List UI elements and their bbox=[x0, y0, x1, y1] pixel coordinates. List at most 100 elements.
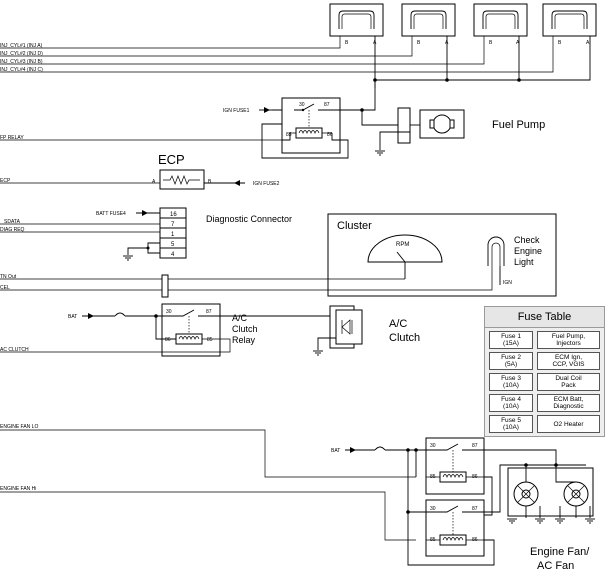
inj4-pin-b: B bbox=[558, 40, 562, 46]
fp-relay-pin87: 87 bbox=[324, 102, 330, 108]
fuse-table: Fuse Table Fuse 1(15A) Fuel Pump,Injecto… bbox=[484, 306, 605, 437]
ign-fuse2-label: IGN FUSE2 bbox=[253, 181, 280, 187]
ecp-pin-b: B bbox=[208, 179, 212, 185]
wire-ac-clutch: AC CLUTCH bbox=[0, 347, 29, 353]
injector-4 bbox=[542, 3, 597, 37]
table-row: Fuse 1(15A) Fuel Pump,Injectors bbox=[489, 331, 600, 349]
wire-inj1: INJ_CYL#1 (INJ A) bbox=[0, 43, 43, 49]
fuse-desc: ECM Ign, bbox=[554, 354, 583, 361]
wire-ecp: ECP bbox=[0, 178, 11, 184]
ac-clutch-relay bbox=[161, 303, 221, 357]
fuse-name: Fuse 5 bbox=[501, 417, 521, 424]
batt-fuse4-label: BATT FUSE4 bbox=[96, 211, 126, 217]
diag-pin-4: 4 bbox=[171, 252, 175, 258]
table-row: Fuse 5(10A) O2 Heater bbox=[489, 415, 600, 433]
fuse-rating: (15A) bbox=[503, 340, 519, 347]
fuse-desc: O2 Heater bbox=[553, 420, 584, 428]
fuse-name: Fuse 4 bbox=[501, 396, 521, 403]
check-engine-line2: Engine bbox=[514, 246, 542, 256]
ac-relay-label-line1: A/C bbox=[232, 313, 248, 323]
diagnostic-connector-label: Diagnostic Connector bbox=[206, 214, 292, 224]
diag-pin-5: 5 bbox=[171, 242, 175, 248]
ac-bat-label: BAT bbox=[68, 314, 77, 320]
injector-2 bbox=[401, 3, 456, 37]
diag-pin-1: 1 bbox=[171, 232, 175, 238]
injector-1 bbox=[329, 3, 384, 37]
fp-relay-pin85: 85 bbox=[286, 132, 292, 138]
fuse-rating: (5A) bbox=[504, 361, 518, 368]
fan-label-line2: AC Fan bbox=[537, 560, 574, 572]
table-row: Fuse 4(10A) ECM Batt,Diagnostic bbox=[489, 394, 600, 412]
wire-fan-hi: ENGINE FAN Hi bbox=[0, 486, 36, 492]
fuse-desc: Injectors bbox=[556, 340, 581, 347]
injector-3 bbox=[473, 3, 528, 37]
check-engine-line1: Check bbox=[514, 235, 540, 245]
fuse-table-grid: Fuse 1(15A) Fuel Pump,Injectors Fuse 2(5… bbox=[485, 328, 604, 436]
inj4-pin-a: A bbox=[586, 40, 590, 46]
wire-fp-relay: FP RELAY bbox=[0, 135, 24, 141]
fan-relay1-pin87: 87 bbox=[472, 443, 478, 449]
wire-inj2: INJ_CYL#2 (INJ D) bbox=[0, 51, 43, 57]
fan-relay1-pin30: 30 bbox=[430, 443, 436, 449]
fan-label-line1: Engine Fan/ bbox=[530, 546, 590, 558]
ac-relay-label-line3: Relay bbox=[232, 335, 256, 345]
fuse-name: Fuse 3 bbox=[501, 375, 521, 382]
wire-fan-lo: ENGINE FAN LO bbox=[0, 424, 38, 430]
fuse-desc: ECM Batt, bbox=[553, 396, 584, 403]
fp-relay-pin30: 30 bbox=[299, 102, 305, 108]
check-engine-line3: Light bbox=[514, 257, 534, 267]
rpm-label: RPM bbox=[396, 242, 409, 248]
fuse-desc: CCP, VGIS bbox=[552, 361, 585, 368]
fuse-name: Fuse 2 bbox=[501, 354, 521, 361]
fuse-desc: Dual Coil bbox=[555, 375, 582, 382]
diagnostic-connector: 16 7 1 5 4 bbox=[159, 207, 187, 259]
diag-pin-16: 16 bbox=[170, 212, 177, 218]
ign-fuse1-label: IGN FUSE1 bbox=[223, 108, 250, 114]
inj3-pin-a: A bbox=[516, 40, 520, 46]
fuse-desc: Diagnostic bbox=[553, 403, 584, 410]
ac-relay-pin85: 85 bbox=[207, 337, 213, 343]
fan-motor-2-icon bbox=[563, 481, 589, 507]
ac-relay-label-line2: Clutch bbox=[232, 324, 258, 334]
fuse-rating: (10A) bbox=[503, 424, 519, 431]
cluster-title: Cluster bbox=[337, 220, 372, 232]
fuse-table-title: Fuse Table bbox=[485, 307, 604, 328]
fuse-name: Fuse 1 bbox=[501, 333, 521, 340]
ac-relay-pin87: 87 bbox=[206, 309, 212, 315]
wire-inj3: INJ_CYL#3 (INJ B) bbox=[0, 59, 43, 65]
wire-tn-out: TN Out bbox=[0, 274, 17, 280]
fan-motor-1-icon bbox=[513, 481, 539, 507]
fuel-pump-label: Fuel Pump bbox=[492, 119, 545, 131]
ecp-pin-a: A bbox=[152, 179, 156, 185]
fan-relay2-pin30: 30 bbox=[430, 506, 436, 512]
cluster-ign-label: IGN bbox=[503, 280, 512, 286]
fan-relay-2 bbox=[425, 499, 485, 557]
check-engine-lamp-icon bbox=[487, 236, 505, 266]
ac-clutch-label-line2: Clutch bbox=[389, 332, 420, 344]
inj2-pin-b: B bbox=[417, 40, 421, 46]
instrument-cluster bbox=[327, 213, 557, 297]
table-row: Fuse 2(5A) ECM Ign,CCP, VGIS bbox=[489, 352, 600, 370]
ac-relay-pin30: 30 bbox=[166, 309, 172, 315]
ac-relay-pin86: 86 bbox=[165, 337, 171, 343]
fp-relay-pin86: 86 bbox=[327, 132, 333, 138]
diag-pin-7: 7 bbox=[171, 222, 175, 228]
inj3-pin-b: B bbox=[489, 40, 493, 46]
rpm-gauge bbox=[367, 234, 443, 263]
wire-diag-req: DIAG REQ bbox=[0, 227, 25, 233]
fan-relay2-pin87: 87 bbox=[472, 506, 478, 512]
fuse-desc: Fuel Pump, bbox=[551, 333, 586, 340]
fan-relay-1 bbox=[425, 437, 485, 495]
fuse-desc: Pack bbox=[561, 382, 576, 389]
fuse-rating: (10A) bbox=[503, 403, 519, 410]
fuel-pump-relay bbox=[281, 97, 341, 154]
inj1-pin-b: B bbox=[345, 40, 349, 46]
ac-clutch-label-line1: A/C bbox=[389, 318, 407, 330]
ecp-title: ECP bbox=[158, 152, 185, 167]
wire-inj4: INJ_CYL#4 (INJ C) bbox=[0, 67, 43, 73]
ecp-solenoid bbox=[159, 169, 205, 190]
fuse-rating: (10A) bbox=[503, 382, 519, 389]
fan-bat-label: BAT bbox=[331, 448, 340, 454]
wire-sdata: SDATA bbox=[4, 219, 21, 225]
